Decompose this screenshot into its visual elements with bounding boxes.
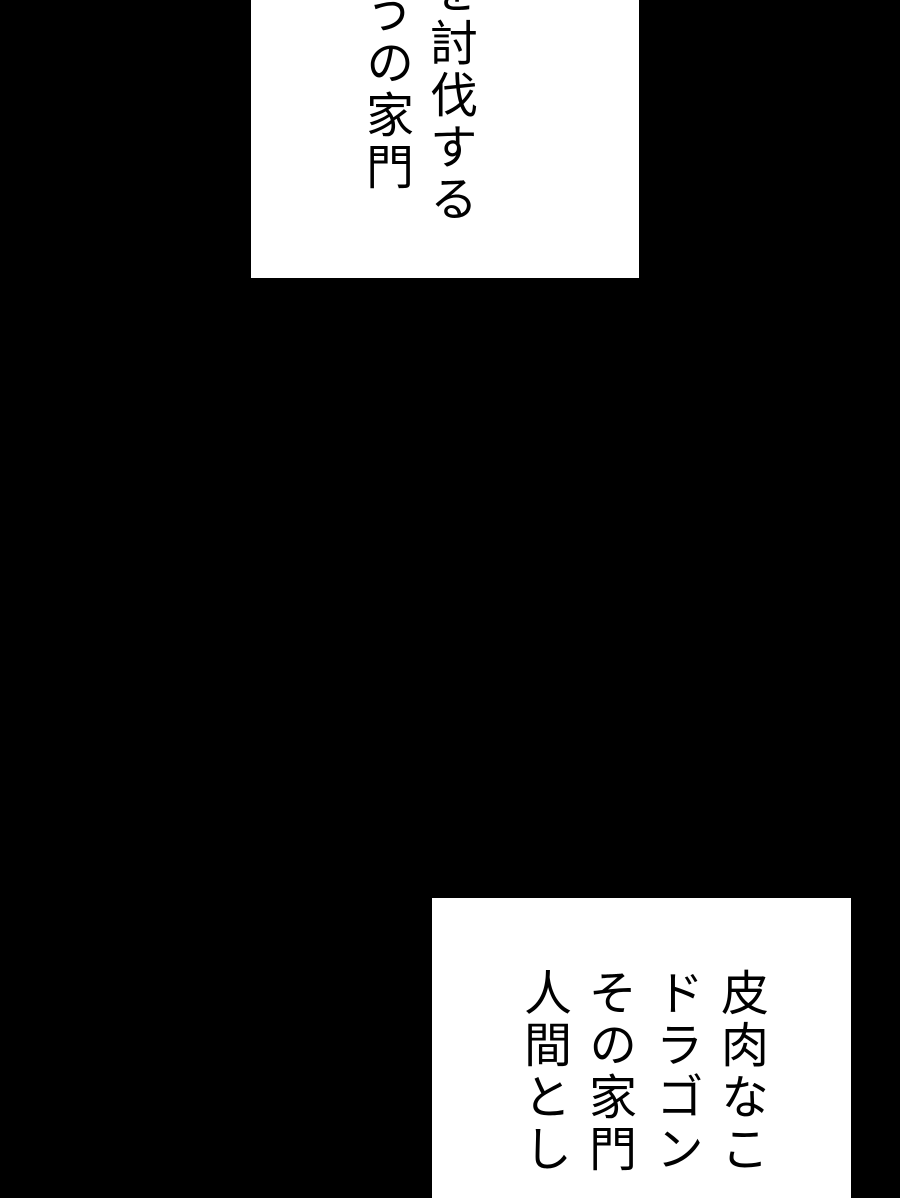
caption-column: ドラゴン [647, 968, 703, 1176]
caption-column: うの家門 [357, 0, 413, 194]
caption-column: 皮肉なこ [712, 968, 768, 1176]
caption-column: を討伐する [421, 0, 477, 226]
caption-column: た [489, 0, 545, 8]
caption-column: その家門 [580, 968, 636, 1176]
caption-box-bottom: 皮肉なこ ドラゴン その家門 人間とし [432, 898, 851, 1198]
caption-box-top: た を討伐する うの家門 [251, 0, 639, 278]
caption-column: 人間とし [515, 968, 571, 1176]
